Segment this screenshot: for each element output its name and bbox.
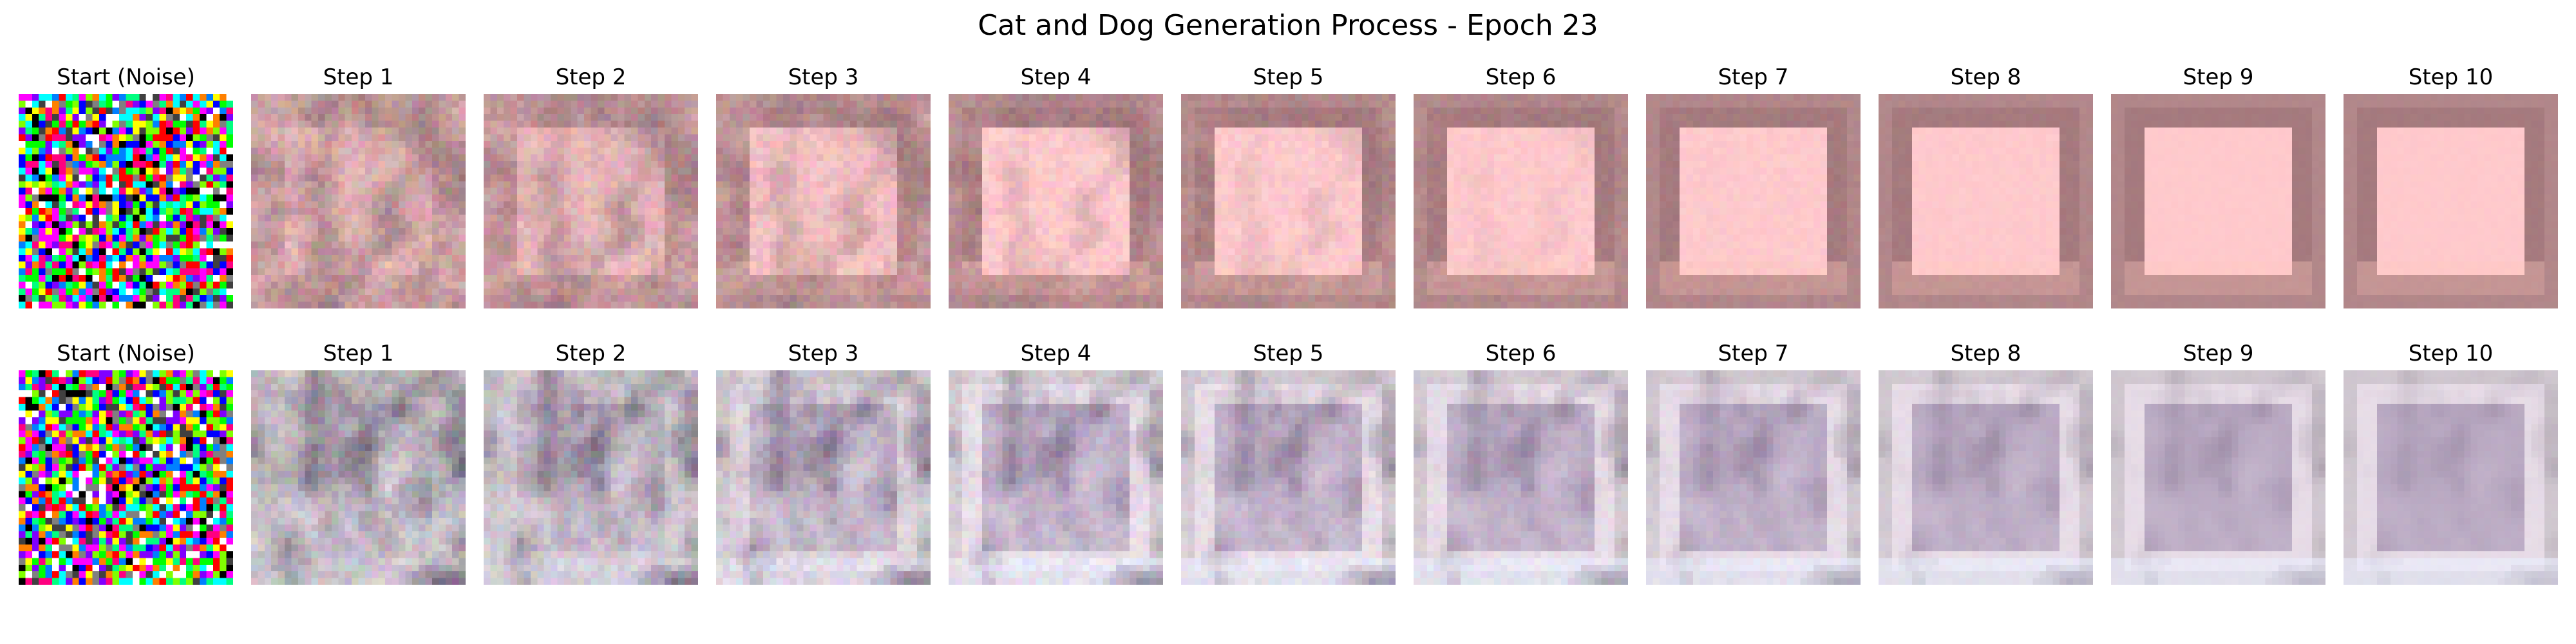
panel-title: Step 9 <box>2183 64 2254 90</box>
row-1-panel-step-9: Step 9 <box>2111 63 2325 308</box>
panel-title: Step 9 <box>2183 341 2254 366</box>
figure-title: Cat and Dog Generation Process - Epoch 2… <box>978 9 1598 42</box>
row-1-panel-start-noise: Start (Noise) <box>19 63 233 308</box>
generated-image <box>949 370 1163 585</box>
row-2-panel-start-noise: Start (Noise) <box>19 339 233 585</box>
generated-image <box>716 94 931 308</box>
generated-image <box>2344 94 2558 308</box>
row-1-panel-step-3: Step 3 <box>716 63 931 308</box>
panel-title: Step 10 <box>2408 64 2494 90</box>
row-1-panel-step-5: Step 5 <box>1181 63 1396 308</box>
generated-image <box>1879 94 2093 308</box>
panel-title: Step 2 <box>555 64 627 90</box>
row-2-panel-step-4: Step 4 <box>949 339 1163 585</box>
panel-title: Step 3 <box>788 64 859 90</box>
row-1-panel-step-4: Step 4 <box>949 63 1163 308</box>
panel-title: Step 4 <box>1020 341 1092 366</box>
noise-image <box>19 94 233 308</box>
generated-image <box>716 370 931 585</box>
row-2-panel-step-5: Step 5 <box>1181 339 1396 585</box>
panel-title: Step 5 <box>1253 341 1324 366</box>
panel-title: Step 1 <box>323 64 394 90</box>
row-1-panel-step-1: Step 1 <box>251 63 466 308</box>
panel-title: Start (Noise) <box>57 64 195 90</box>
row-2-panel-step-7: Step 7 <box>1646 339 1861 585</box>
generation-row-2: Start (Noise) Step 1 Step 2 Step 3 Step … <box>0 339 2576 585</box>
row-2-panel-step-8: Step 8 <box>1879 339 2093 585</box>
generated-image <box>484 94 698 308</box>
generated-image <box>2111 94 2325 308</box>
row-2-panel-step-3: Step 3 <box>716 339 931 585</box>
generated-image <box>1181 94 1396 308</box>
generated-image <box>1646 370 1861 585</box>
row-2-panel-step-9: Step 9 <box>2111 339 2325 585</box>
row-2-panel-step-6: Step 6 <box>1414 339 1628 585</box>
panel-title: Step 10 <box>2408 341 2494 366</box>
generated-image <box>2344 370 2558 585</box>
row-1-panel-step-7: Step 7 <box>1646 63 1861 308</box>
generated-image <box>1414 370 1628 585</box>
panel-title: Step 8 <box>1950 64 2022 90</box>
generated-image <box>949 94 1163 308</box>
row-2-panel-step-1: Step 1 <box>251 339 466 585</box>
generated-image <box>251 94 466 308</box>
panel-title: Step 6 <box>1485 341 1557 366</box>
panel-title: Step 2 <box>555 341 627 366</box>
row-2-panel-step-10: Step 10 <box>2344 339 2558 585</box>
generated-image <box>1414 94 1628 308</box>
row-1-panel-step-2: Step 2 <box>484 63 698 308</box>
panel-title: Step 7 <box>1718 64 1789 90</box>
row-2-panel-step-2: Step 2 <box>484 339 698 585</box>
row-1-panel-step-10: Step 10 <box>2344 63 2558 308</box>
generated-image <box>1646 94 1861 308</box>
panel-title: Step 5 <box>1253 64 1324 90</box>
panel-title: Step 6 <box>1485 64 1557 90</box>
row-1-panel-step-6: Step 6 <box>1414 63 1628 308</box>
generated-image <box>251 370 466 585</box>
generated-image <box>484 370 698 585</box>
panel-title: Step 3 <box>788 341 859 366</box>
generated-image <box>2111 370 2325 585</box>
panel-title: Step 1 <box>323 341 394 366</box>
panel-title: Step 7 <box>1718 341 1789 366</box>
panel-title: Step 4 <box>1020 64 1092 90</box>
panel-title: Start (Noise) <box>57 341 195 366</box>
generated-image <box>1879 370 2093 585</box>
generation-row-1: Start (Noise) Step 1 Step 2 Step 3 Step … <box>0 63 2576 308</box>
row-1-panel-step-8: Step 8 <box>1879 63 2093 308</box>
noise-image <box>19 370 233 585</box>
generated-image <box>1181 370 1396 585</box>
panel-title: Step 8 <box>1950 341 2022 366</box>
